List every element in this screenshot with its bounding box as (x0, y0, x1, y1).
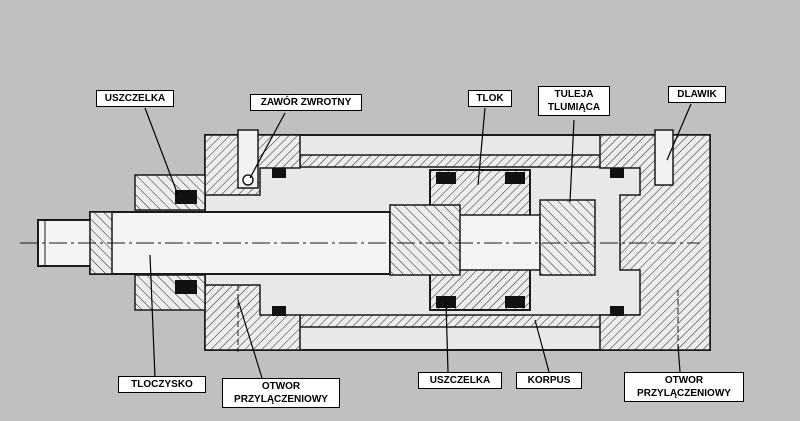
label-text-line2: PRZYLĄCZENIOWY (637, 388, 731, 399)
label-zawor-zwrotny: ZAWÓR ZWROTNY (250, 94, 362, 111)
label-otwor-przylaczeniowy-right: OTWOR PRZYLĄCZENIOWY (624, 372, 744, 402)
label-text: TLOCZYSKO (131, 379, 193, 390)
label-text: TLOK (476, 93, 504, 104)
label-text-line1: OTWOR (664, 375, 704, 386)
label-text: KORPUS (527, 375, 571, 386)
label-tloczysko: TLOCZYSKO (118, 376, 206, 393)
label-text: USZCZELKA (429, 375, 491, 386)
label-dlawik: DLAWIK (668, 86, 726, 103)
label-text: DLAWIK (677, 89, 717, 100)
piston (389, 169, 596, 311)
label-text-line2: PRZYLĄCZENIOWY (234, 394, 328, 405)
label-tlok: TLOK (468, 90, 512, 107)
label-text: ZAWÓR ZWROTNY (260, 97, 352, 108)
label-uszczelka-bottom: USZCZELKA (418, 372, 502, 389)
label-text-line1: OTWOR (261, 381, 301, 392)
label-otwor-przylaczeniowy-left: OTWOR PRZYLĄCZENIOWY (222, 378, 340, 408)
rear-head (599, 129, 711, 352)
label-text-line2: TLUMIĄCA (547, 102, 601, 113)
seals (175, 168, 624, 316)
leader-lines (144, 103, 692, 379)
label-text-line1: TULEJA (554, 89, 594, 100)
label-text: USZCZELKA (104, 93, 166, 104)
label-tuleja-tlumiaca: TULEJA TLUMIĄCA (538, 86, 610, 116)
label-korpus: KORPUS (516, 372, 582, 389)
label-uszczelka-top: USZCZELKA (96, 90, 174, 107)
